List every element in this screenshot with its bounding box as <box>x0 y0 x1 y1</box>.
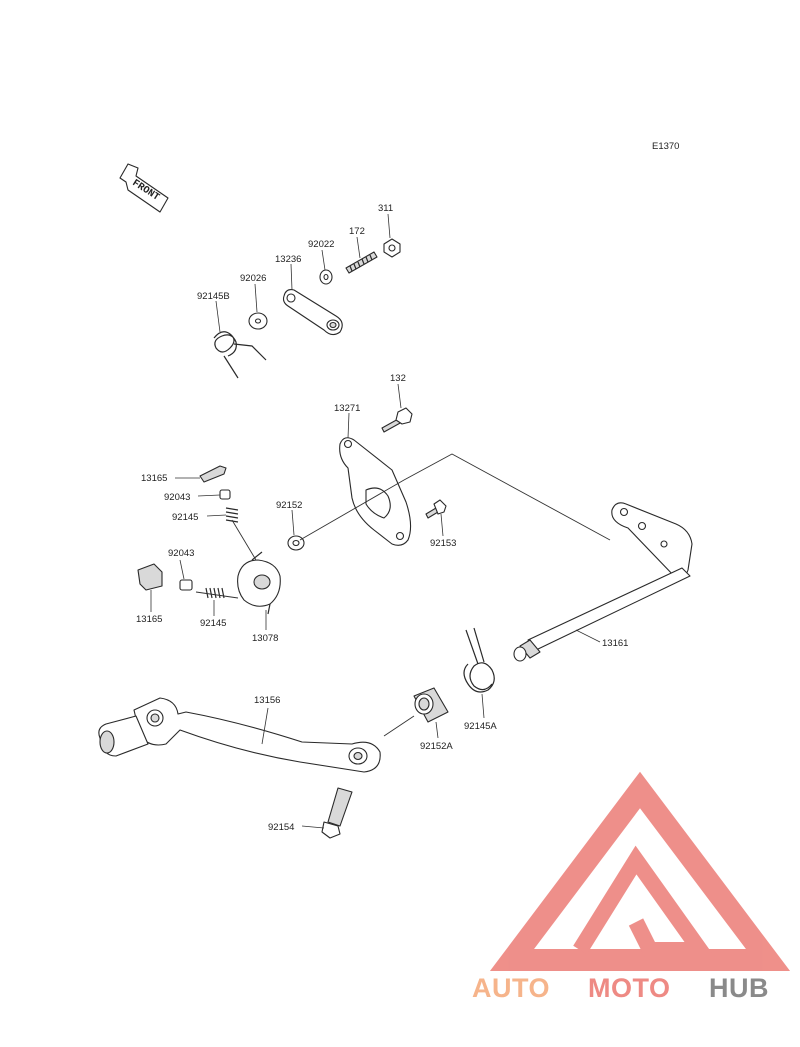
leader-92152A <box>435 721 439 739</box>
label-92145B[interactable]: 92145B <box>197 291 230 302</box>
pawl-13165-upper[interactable] <box>199 465 227 483</box>
leader-92153 <box>440 513 444 537</box>
axis-line-pin <box>195 591 239 599</box>
bushing-92152A[interactable] <box>413 687 449 723</box>
bolt-132[interactable] <box>381 407 413 433</box>
label-92154[interactable]: 92154 <box>268 822 294 833</box>
automotohub-logo <box>489 771 791 971</box>
diagram-code: E1370 <box>652 141 679 152</box>
axis-line-bushing <box>383 715 415 737</box>
leader-92043-lower <box>179 559 185 580</box>
bolt-92154[interactable] <box>321 787 353 839</box>
axis-line-arm <box>231 519 257 561</box>
automotohub-wordmark: AUTO MOTO HUB <box>472 973 769 1003</box>
label-13271[interactable]: 13271 <box>334 403 360 414</box>
leader-92145A <box>481 693 485 719</box>
wordmark-hub: HUB <box>709 973 769 1003</box>
leader-132 <box>397 383 402 409</box>
stud-172[interactable] <box>345 251 378 274</box>
lever-13236[interactable] <box>282 289 343 336</box>
label-311[interactable]: 311 <box>378 203 393 214</box>
leader-172 <box>356 236 361 259</box>
shift-pedal-13156[interactable] <box>98 697 381 773</box>
leader-92145-upper <box>206 514 227 517</box>
washer-92026[interactable] <box>248 312 268 330</box>
leader-92152 <box>291 509 295 536</box>
label-92152[interactable]: 92152 <box>276 500 302 511</box>
label-13156[interactable]: 13156 <box>254 695 280 706</box>
leader-92026 <box>254 283 258 313</box>
spring-92145-upper[interactable] <box>225 507 239 523</box>
pawl-13165-lower[interactable] <box>137 563 163 591</box>
label-92152A[interactable]: 92152A <box>420 741 453 752</box>
label-92043-lower[interactable]: 92043 <box>168 548 194 559</box>
label-13165-lower[interactable]: 13165 <box>136 614 162 625</box>
shift-arm-13078[interactable] <box>237 551 281 615</box>
plate-13271[interactable] <box>339 437 412 546</box>
spring-92145B[interactable] <box>213 331 267 379</box>
pin-92043-upper[interactable] <box>219 489 231 500</box>
front-arrow-icon: FRONT <box>119 163 169 213</box>
wordmark-moto: MOTO <box>588 973 671 1003</box>
leader-92022 <box>321 249 326 271</box>
label-13236[interactable]: 13236 <box>275 254 301 265</box>
shift-shaft-13161[interactable] <box>513 502 693 662</box>
axis-line-plate <box>299 453 611 541</box>
bolt-92153[interactable] <box>425 499 447 519</box>
leader-311 <box>387 213 391 239</box>
label-92043-upper[interactable]: 92043 <box>164 492 190 503</box>
washer-92022[interactable] <box>319 269 333 285</box>
label-13165-upper[interactable]: 13165 <box>141 473 167 484</box>
label-92022[interactable]: 92022 <box>308 239 334 250</box>
leader-92145B <box>215 300 221 333</box>
leader-13156 <box>261 707 269 745</box>
label-92145-upper[interactable]: 92145 <box>172 512 198 523</box>
leader-92043-upper <box>197 494 221 497</box>
leader-13271 <box>347 412 350 439</box>
label-92145-lower[interactable]: 92145 <box>200 618 226 629</box>
label-13161[interactable]: 13161 <box>602 638 628 649</box>
label-13078[interactable]: 13078 <box>252 633 278 644</box>
leader-92154 <box>301 825 325 829</box>
spring-92145-lower[interactable] <box>205 587 225 599</box>
label-92153[interactable]: 92153 <box>430 538 456 549</box>
label-92026[interactable]: 92026 <box>240 273 266 284</box>
label-132[interactable]: 132 <box>390 373 406 384</box>
washer-92152[interactable] <box>287 535 305 551</box>
wordmark-auto: AUTO <box>472 973 550 1003</box>
spring-92145A[interactable] <box>463 627 495 693</box>
pin-92043-lower[interactable] <box>179 579 193 591</box>
leader-13161 <box>575 629 601 643</box>
leader-13236 <box>290 263 293 291</box>
label-92145A[interactable]: 92145A <box>464 721 497 732</box>
label-172[interactable]: 172 <box>349 226 365 237</box>
nut-311[interactable] <box>383 238 401 258</box>
